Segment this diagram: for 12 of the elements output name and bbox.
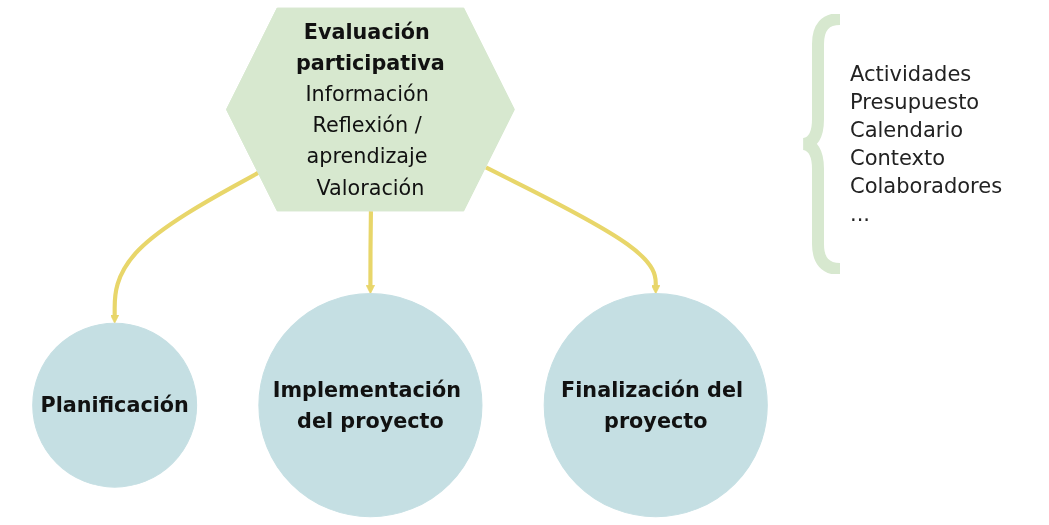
list-item: ... (850, 202, 872, 226)
node-circle: Finalización del proyecto (543, 293, 768, 518)
arrow (110, 170, 260, 324)
arrow (365, 211, 375, 295)
node-circle: Planificación (32, 322, 198, 488)
arrow (485, 165, 661, 295)
list-item: Calendario (850, 118, 965, 142)
list-item: Presupuesto (850, 90, 981, 114)
list-item: Colaboradores (850, 174, 1003, 198)
list-item: Contexto (850, 146, 947, 170)
node-circle: Implementación del proyecto (258, 293, 483, 518)
list-item: Actividades (850, 62, 973, 86)
